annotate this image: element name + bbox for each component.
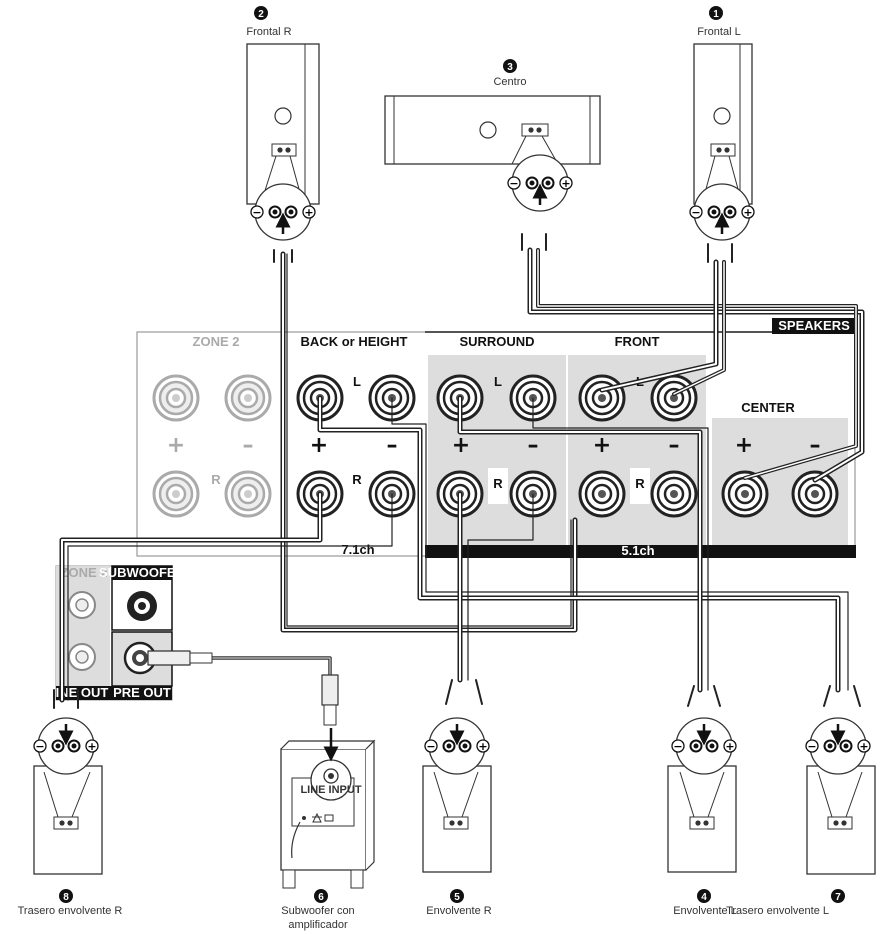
terminal-minus: − [691, 206, 700, 219]
ch71-label: 7.1ch [341, 542, 374, 557]
zone2-header: ZONE 2 [193, 334, 240, 349]
binding-post-front-l-minus[interactable] [650, 374, 698, 422]
speaker-back-l: 7 Trasero envolvente L [726, 765, 876, 917]
terminal-minus: − [673, 740, 682, 753]
speaker-back-r: 8 Trasero envolvente R [18, 765, 123, 917]
back-l-letter: L [353, 374, 361, 389]
terminal-plus: + [478, 740, 487, 753]
front-plus-sign: + [593, 433, 611, 458]
terminal-center: −+ [507, 154, 573, 212]
terminal-surround-r: −+ [424, 717, 490, 775]
surround-r-letter: R [493, 476, 503, 491]
surround-minus-sign: – [528, 433, 539, 458]
speaker-center: 3 Centro [384, 59, 601, 165]
center-number: 3 [507, 62, 513, 73]
front-l-number: 1 [713, 9, 719, 20]
speaker-subwoofer: LINE INPUT 6 Subwoofer con amplificador [280, 739, 376, 931]
preout-panel: ZONE 2 SUBWOOFER LINE OUT PRE OUT [48, 565, 186, 701]
binding-post-front-l-plus[interactable] [578, 374, 626, 422]
speaker-surround-r: 5 Envolvente R [422, 765, 492, 917]
subwoofer-number: 6 [318, 892, 324, 903]
binding-post-zone2-r-minus[interactable] [224, 470, 272, 518]
speaker-front-r: 2 Frontal R [246, 6, 320, 205]
front-r-letter: R [635, 476, 645, 491]
ch51-label: 5.1ch [621, 543, 654, 558]
terminal-front-r: −+ [250, 183, 316, 241]
terminal-plus: + [743, 206, 752, 219]
binding-post-center-minus[interactable] [791, 470, 839, 518]
surround-l-label: Envolvente L [673, 905, 737, 917]
zone2-minus-sign: – [243, 433, 254, 458]
surround-l-letter: L [494, 374, 502, 389]
binding-post-center-plus[interactable] [721, 470, 769, 518]
back-r-letter: R [352, 472, 362, 487]
center-label: Centro [493, 76, 526, 88]
speaker-wires [53, 233, 865, 726]
speaker-surround-l: 4 Envolvente L [667, 765, 737, 917]
surround-plus-sign: + [452, 433, 470, 458]
terminal-plus: + [859, 740, 868, 753]
terminal-plus: + [304, 206, 313, 219]
front-minus-sign: – [669, 433, 680, 458]
zone2-r-letter: R [211, 472, 221, 487]
front-header: FRONT [615, 334, 660, 349]
surround-r-number: 5 [454, 892, 460, 903]
terminal-minus: − [426, 740, 435, 753]
front-l-label: Frontal L [697, 26, 740, 38]
back-plus-sign: + [310, 433, 328, 458]
back-height-header: BACK or HEIGHT [301, 334, 408, 349]
preout-subwoofer-label: SUBWOOFER [99, 565, 186, 580]
terminal-plus: + [561, 177, 570, 190]
binding-post-zone2-r-plus[interactable] [152, 470, 200, 518]
back-minus-sign: – [387, 433, 398, 458]
terminal-plus: + [725, 740, 734, 753]
terminal-minus: − [807, 740, 816, 753]
speaker-terminals: −+−+−+−+−+−+−+ [33, 154, 871, 775]
terminal-plus: + [87, 740, 96, 753]
binding-posts [152, 374, 839, 518]
back-l-label: Trasero envolvente L [726, 905, 829, 917]
line-input-label: LINE INPUT [300, 784, 361, 796]
binding-post-zone2-l-minus[interactable] [224, 374, 272, 422]
surround-l-number: 4 [701, 892, 707, 903]
center-minus-sign: – [810, 433, 821, 458]
binding-post-front-r-plus[interactable] [578, 470, 626, 518]
front-r-label: Frontal R [246, 26, 291, 38]
preout-zone2-label: ZONE 2 [61, 565, 108, 580]
center-plus-sign: + [735, 433, 753, 458]
terminal-front-l: −+ [689, 183, 755, 241]
back-r-label: Trasero envolvente R [18, 905, 123, 917]
binding-post-front-r-minus[interactable] [650, 470, 698, 518]
zone2-plus-sign: + [167, 433, 185, 458]
terminal-minus: − [35, 740, 44, 753]
front-r-number: 2 [258, 9, 264, 20]
speaker-front-l: 1 Frontal L [693, 6, 753, 205]
pre-out-label: PRE OUT [113, 685, 171, 700]
speakers-title: SPEAKERS [778, 318, 850, 333]
terminal-back-l: −+ [805, 717, 871, 775]
terminal-back-r: −+ [33, 717, 99, 775]
back-l-number: 7 [835, 892, 841, 903]
terminal-surround-l: −+ [671, 717, 737, 775]
receiver-panel: SPEAKERS ZONE 2 BACK or HEIGHT SURROUND … [136, 318, 856, 558]
back-r-number: 8 [63, 892, 69, 903]
binding-post-zone2-l-plus[interactable] [152, 374, 200, 422]
subwoofer-label: Subwoofer con [281, 905, 354, 917]
surround-r-label: Envolvente R [426, 905, 491, 917]
center-header: CENTER [741, 400, 795, 415]
terminal-minus: − [509, 177, 518, 190]
surround-header: SURROUND [459, 334, 534, 349]
subwoofer-label-2: amplificador [288, 919, 348, 931]
terminal-minus: − [252, 206, 261, 219]
